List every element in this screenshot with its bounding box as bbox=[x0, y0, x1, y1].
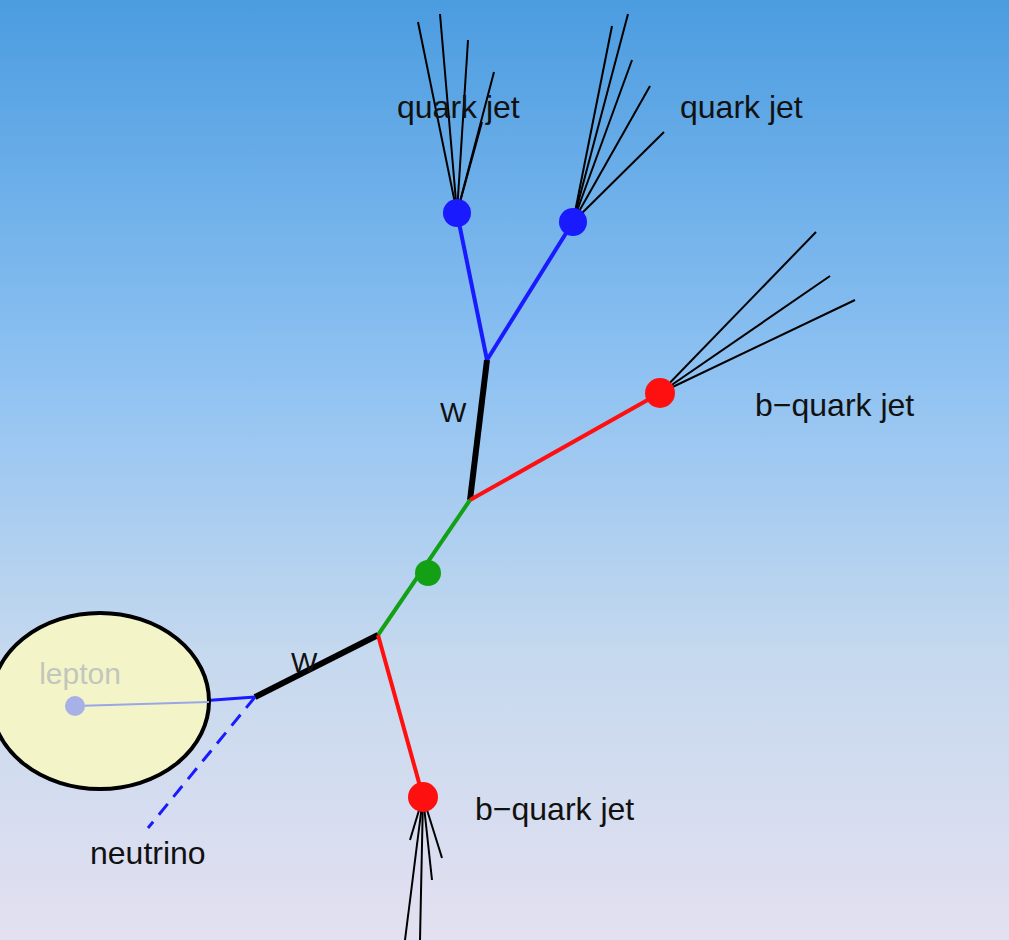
particle-label: quark jet bbox=[397, 90, 520, 125]
vertex-dot bbox=[559, 208, 587, 236]
particle-label: W bbox=[440, 398, 466, 429]
top-pair-line bbox=[378, 500, 470, 635]
particle-label: quark jet bbox=[680, 90, 803, 125]
quark-line bbox=[487, 222, 573, 360]
w-boson-line bbox=[470, 360, 487, 500]
vertex-dot bbox=[415, 560, 441, 586]
vertex-dot bbox=[443, 199, 471, 227]
particle-label: neutrino bbox=[90, 836, 206, 871]
b-quark-line bbox=[470, 393, 660, 500]
w-boson-line bbox=[255, 635, 378, 697]
vertex-dot bbox=[645, 378, 675, 408]
b-quark-line bbox=[378, 635, 423, 797]
vertex-dot bbox=[408, 782, 438, 812]
particle-label: b−quark jet bbox=[755, 388, 914, 423]
lepton-ellipse bbox=[0, 610, 212, 792]
quark-line bbox=[457, 213, 487, 360]
lepton-label: lepton bbox=[39, 657, 121, 690]
particle-label: W bbox=[291, 648, 317, 679]
particle-label: b−quark jet bbox=[475, 792, 634, 827]
lepton-region: lepton bbox=[0, 610, 212, 792]
jet-tracks bbox=[405, 14, 855, 940]
